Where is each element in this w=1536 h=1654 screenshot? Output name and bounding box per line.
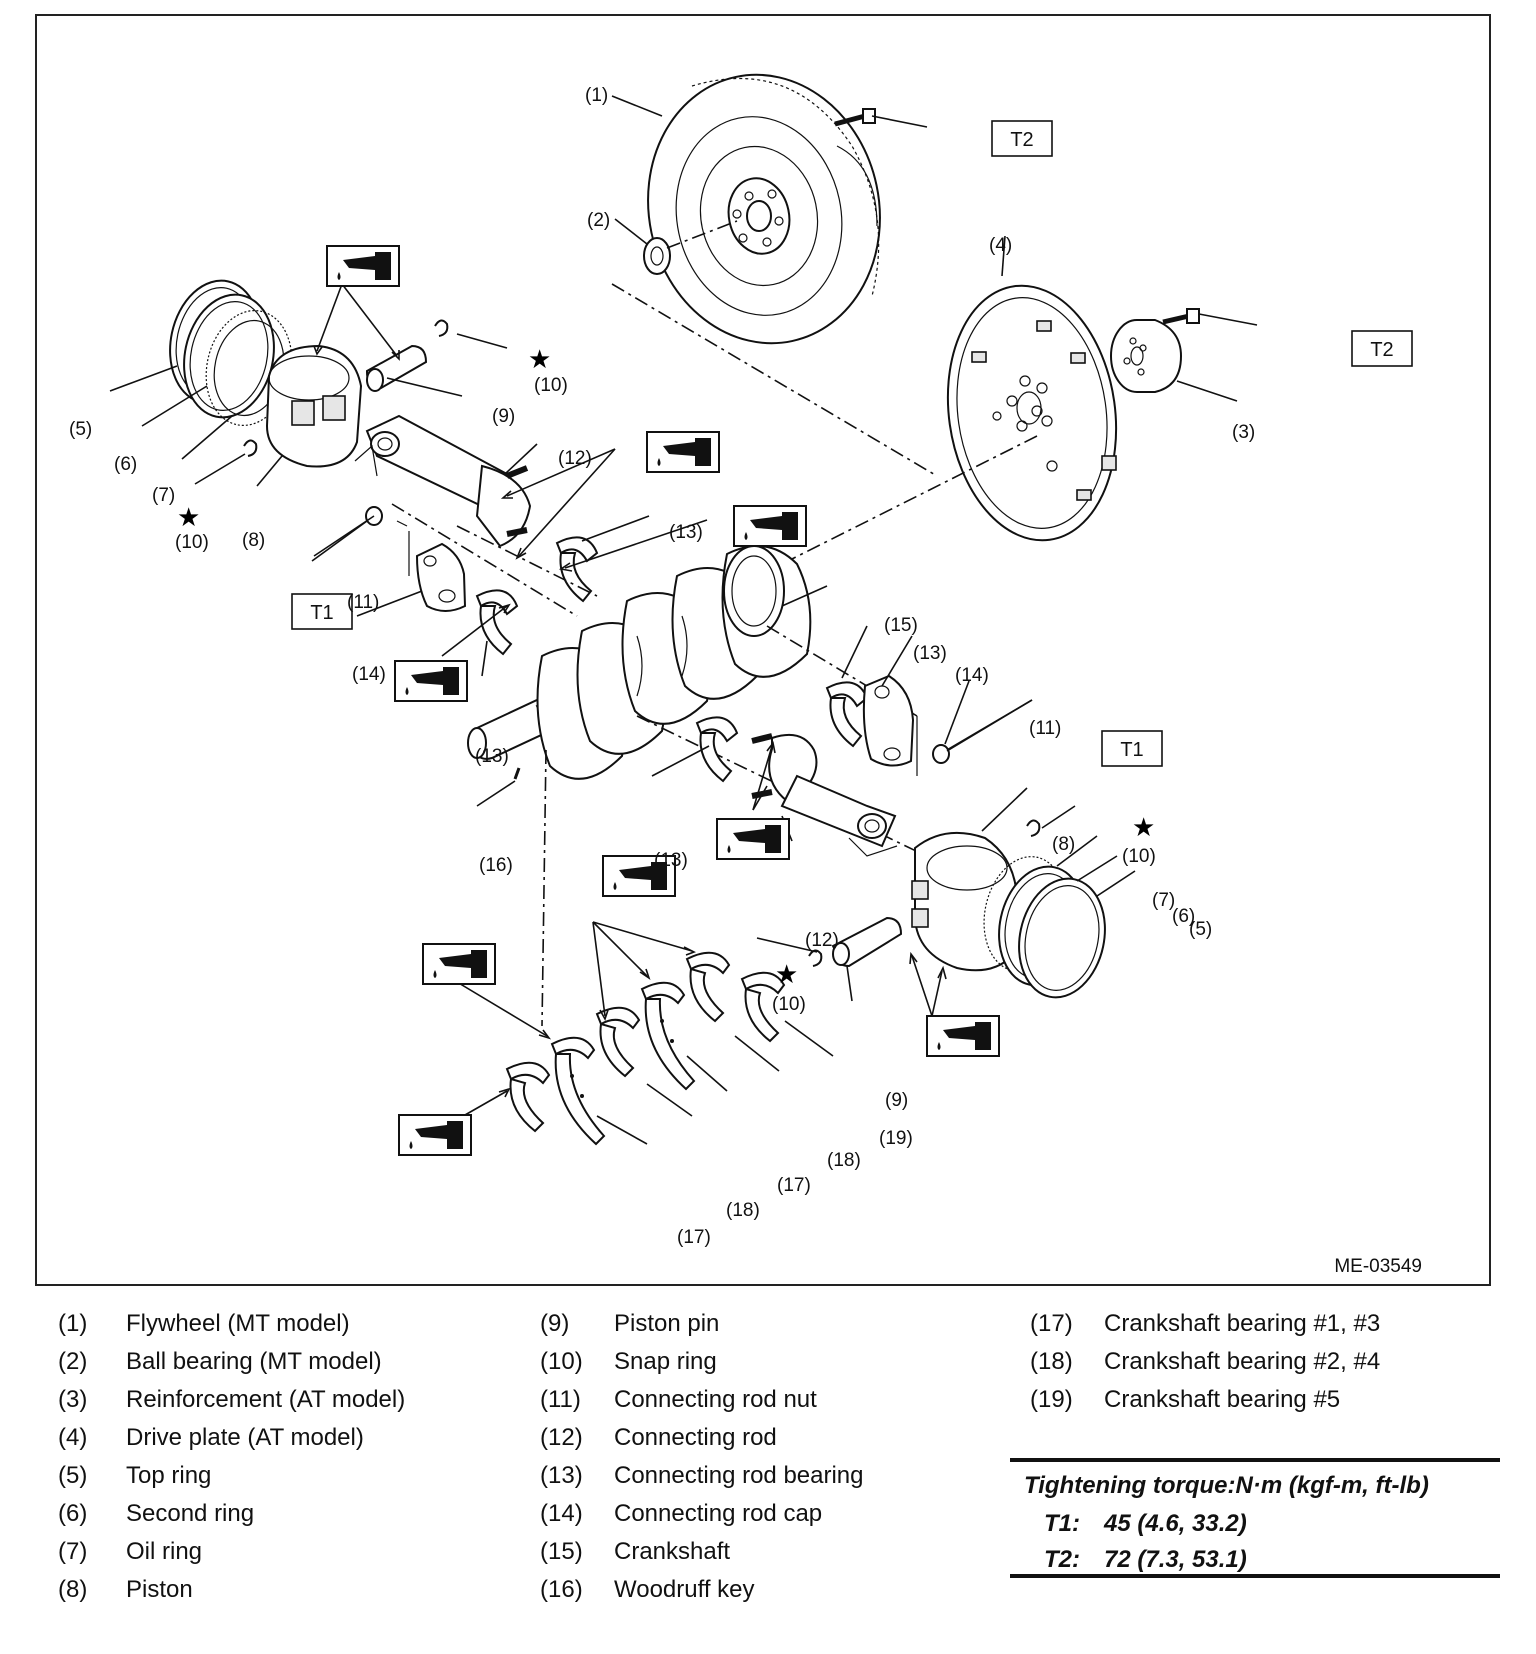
callout-11: (11)	[347, 592, 379, 613]
star-icon: ★	[177, 502, 200, 532]
oil-can-icon	[326, 245, 400, 287]
right-rod-nut	[932, 744, 950, 764]
oil-can-icon	[926, 1015, 1000, 1057]
callout-18: (18)	[827, 1150, 861, 1171]
right-connecting-rod-cap	[862, 674, 918, 776]
drive-plate-bolt	[1162, 308, 1200, 325]
torque-box-t1-left: T1	[291, 593, 353, 630]
callout-7b: (7)	[1152, 890, 1175, 911]
exploded-view-diagram: ★ ★ ★ ★ T2 T2 T1 T1 (1) (2) (3) (4) (5) …	[69, 73, 1422, 1277]
svg-text:T2: T2	[1010, 129, 1033, 151]
callout-13d: (13)	[654, 850, 688, 871]
oil-can-icon	[716, 818, 790, 860]
left-connecting-rod-cap	[415, 542, 467, 612]
reinforcement	[1110, 319, 1183, 393]
torque-box-t2-flywheel: T2	[991, 120, 1053, 157]
flywheel	[647, 73, 881, 345]
right-snap-ring-upper	[1026, 819, 1041, 837]
left-snap-ring-lower	[243, 439, 258, 457]
callout-11b: (11)	[1029, 718, 1061, 739]
torque-box-t1-right: T1	[1101, 730, 1163, 767]
callout-13c: (13)	[475, 746, 509, 767]
callout-19: (19)	[879, 1128, 913, 1149]
torque-title: Tightening torque:N·m (kgf-m, ft-lb)	[1024, 1472, 1429, 1499]
callout-9b: (9)	[885, 1090, 908, 1111]
callout-7: (7)	[152, 485, 175, 506]
right-rod-bearing-upper	[825, 681, 869, 748]
oil-can-icon	[398, 1114, 472, 1156]
left-piston-pin	[366, 344, 428, 392]
torque-box-t2-drive-plate: T2	[1351, 330, 1413, 367]
callout-1: (1)	[585, 85, 608, 106]
callout-14: (14)	[352, 664, 386, 685]
callout-9: (9)	[492, 406, 515, 427]
right-piston-pin	[831, 916, 903, 968]
callout-17b: (17)	[677, 1227, 711, 1248]
callout-6: (6)	[114, 454, 137, 475]
ball-bearing	[643, 237, 671, 275]
callout-4: (4)	[989, 235, 1012, 256]
leader-lines	[109, 95, 1258, 1145]
left-snap-ring-upper	[434, 319, 449, 337]
drive-plate	[946, 284, 1118, 542]
callout-5b: (5)	[1189, 919, 1212, 940]
callout-18b: (18)	[726, 1200, 760, 1221]
crankshaft	[467, 545, 812, 780]
diagram-frame: ★ ★ ★ ★ T2 T2 T1 T1 (1) (2) (3) (4) (5) …	[35, 14, 1491, 1286]
figure-id: ME-03549	[1334, 1256, 1422, 1277]
callout-8: (8)	[242, 530, 265, 551]
callout-8b: (8)	[1052, 834, 1075, 855]
callout-17: (17)	[777, 1175, 811, 1196]
left-piston	[265, 344, 363, 468]
callout-10d: (10)	[772, 994, 806, 1015]
callout-2: (2)	[587, 210, 610, 231]
svg-text:T1: T1	[310, 602, 333, 624]
callout-12: (12)	[558, 448, 592, 469]
oil-can-icon	[394, 660, 468, 702]
torque-rule-bottom	[1010, 1574, 1500, 1578]
left-cap-bearing	[475, 589, 519, 656]
right-snap-ring-lower	[808, 949, 823, 967]
callout-6b: (6)	[1172, 906, 1195, 927]
callout-13: (13)	[669, 522, 703, 543]
oil-can-icon	[733, 505, 807, 547]
callout-5: (5)	[69, 419, 92, 440]
callout-10b: (10)	[175, 532, 209, 553]
callout-15: (15)	[884, 615, 918, 636]
callout-10: (10)	[534, 375, 568, 396]
callout-14b: (14)	[955, 665, 989, 686]
callout-13b: (13)	[913, 643, 947, 664]
star-icon: ★	[528, 344, 551, 374]
oil-can-icon	[422, 943, 496, 985]
crankshaft-bearings	[505, 951, 786, 1146]
callout-labels: (1) (2) (3) (4) (5) (5) (6) (6) (7) (7) …	[69, 85, 1255, 1248]
woodruff-key	[513, 767, 521, 780]
svg-text:T2: T2	[1370, 339, 1393, 361]
star-icon: ★	[775, 959, 798, 989]
right-piston-rings	[983, 856, 1106, 999]
torque-table: Tightening torque:N·m (kgf-m, ft-lb) T1:…	[1010, 1458, 1500, 1578]
callout-3: (3)	[1232, 422, 1255, 443]
svg-text:T1: T1	[1120, 739, 1143, 761]
oil-arrows	[313, 283, 947, 1132]
torque-rule-top	[1010, 1458, 1500, 1462]
callout-16: (16)	[479, 855, 513, 876]
right-rod-bearing-lower	[695, 716, 739, 783]
left-connecting-rod	[354, 414, 532, 548]
oil-can-icon	[646, 431, 720, 473]
star-icon: ★	[1132, 812, 1155, 842]
callout-10c: (10)	[1122, 846, 1156, 867]
callout-12b: (12)	[805, 930, 839, 951]
